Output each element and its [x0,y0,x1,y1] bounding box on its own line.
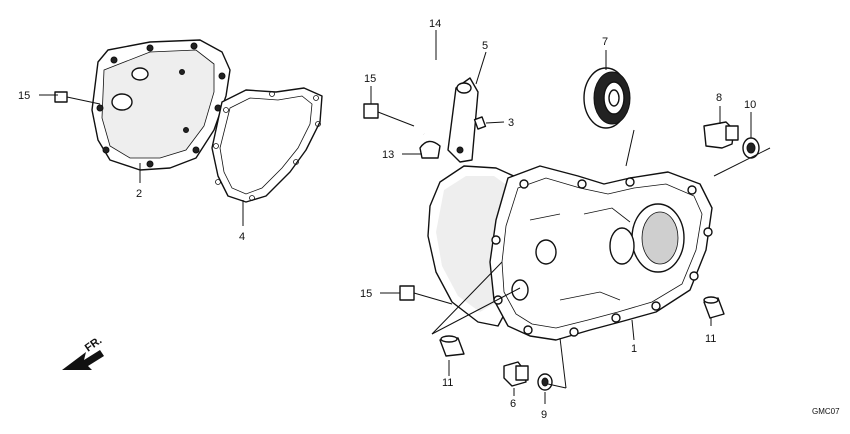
clamp-12 [419,140,441,159]
callout-8: 8 [716,92,722,104]
drain-plug-8 [703,121,739,149]
bracket [447,77,479,163]
callout-14: 15 [18,90,30,102]
callout-9: 9 [541,409,547,421]
cover-gasket [211,87,323,203]
oil-seal [583,67,631,129]
callout-6: 6 [510,398,516,410]
clip-3 [473,116,487,130]
front-direction-arrow-icon [62,350,104,370]
leader-lines [39,30,771,404]
callout-12: 13 [382,149,394,161]
callout-2: 2 [136,188,142,200]
bolt-14 [54,91,101,105]
figure-code: GMC07 [812,407,840,416]
callout-15-upper: 15 [364,73,376,85]
callout-11-right: 11 [705,333,716,345]
callout-3: 3 [508,117,514,129]
side-cover [91,39,231,171]
bolt-15-upper [363,103,415,127]
callout-13: 14 [429,18,441,30]
callout-15-lower: 15 [360,288,372,300]
plug-6 [503,361,529,387]
dowel-pin-right [703,296,725,319]
callout-numbers: 15 2 4 14 5 3 13 15 15 7 8 10 1 11 11 6 … [18,18,756,421]
callout-7: 7 [602,36,608,48]
front-direction-label: FR. [83,334,104,354]
callout-4: 4 [239,231,245,243]
callout-5: 5 [482,40,488,52]
breather-tube [407,55,468,136]
callout-1: 1 [631,343,637,355]
washer-9 [537,373,553,391]
callout-10: 10 [744,99,756,111]
dowel-pin-left [439,335,465,357]
transmission-case [427,165,713,341]
callout-11-left: 11 [442,377,453,389]
